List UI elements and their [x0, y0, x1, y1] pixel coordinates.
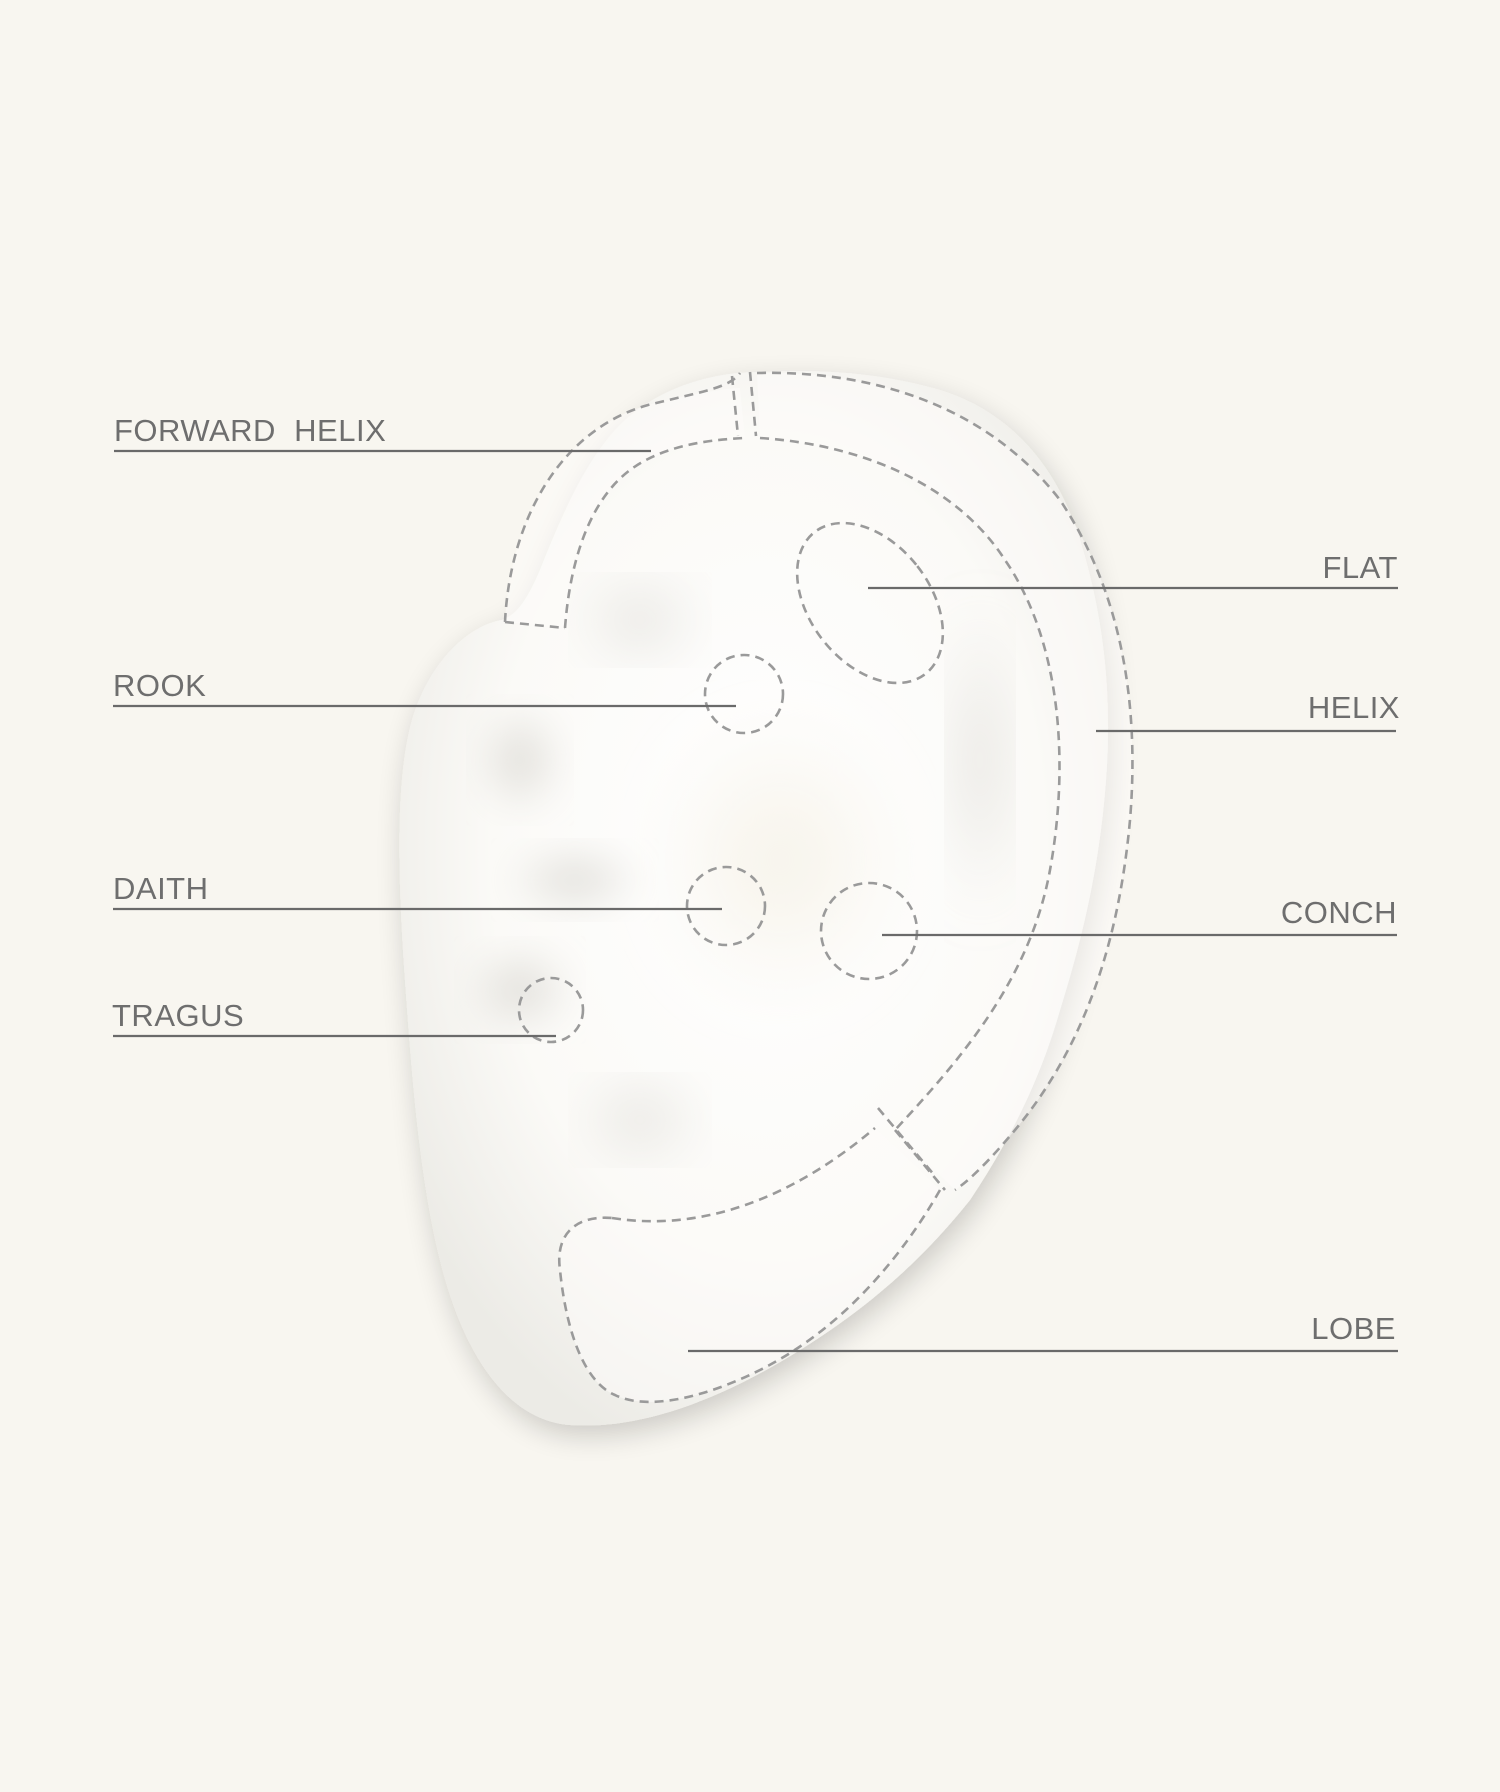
helix-zone-outer-outline	[756, 371, 1134, 1192]
helix-zone-bottom-divider-a	[894, 1129, 946, 1191]
label-rook: ROOK	[113, 668, 207, 703]
label-flat: FLAT	[1322, 550, 1398, 585]
lobe-zone	[559, 1128, 940, 1402]
forward-helix-top-divider	[730, 375, 740, 437]
lobe-zone-outline	[557, 1127, 942, 1404]
label-tragus: TRAGUS	[112, 998, 245, 1033]
rook-zone	[703, 653, 785, 735]
flat-zone	[795, 521, 945, 685]
label-helix: HELIX	[1307, 690, 1400, 725]
label-daith: DAITH	[113, 871, 209, 906]
helix-zone-inner-outline	[759, 436, 1061, 1131]
ear-shading	[465, 580, 1010, 1160]
conch-zone	[819, 881, 919, 981]
leader-lines	[113, 449, 1398, 1353]
helix-zone-top-divider	[748, 371, 758, 437]
piercing-zones	[503, 371, 1134, 1404]
label-conch: CONCH	[1280, 895, 1397, 930]
tragus-zone	[517, 976, 585, 1044]
forward-helix-zone-outline	[503, 372, 742, 623]
label-forward-helix: FORWARD HELIX	[114, 413, 387, 448]
forward-helix-zone	[505, 388, 745, 628]
label-lobe: LOBE	[1311, 1311, 1396, 1346]
helix-zone	[757, 372, 1133, 1190]
daith-zone	[685, 865, 767, 947]
forward-helix-base	[504, 620, 566, 630]
